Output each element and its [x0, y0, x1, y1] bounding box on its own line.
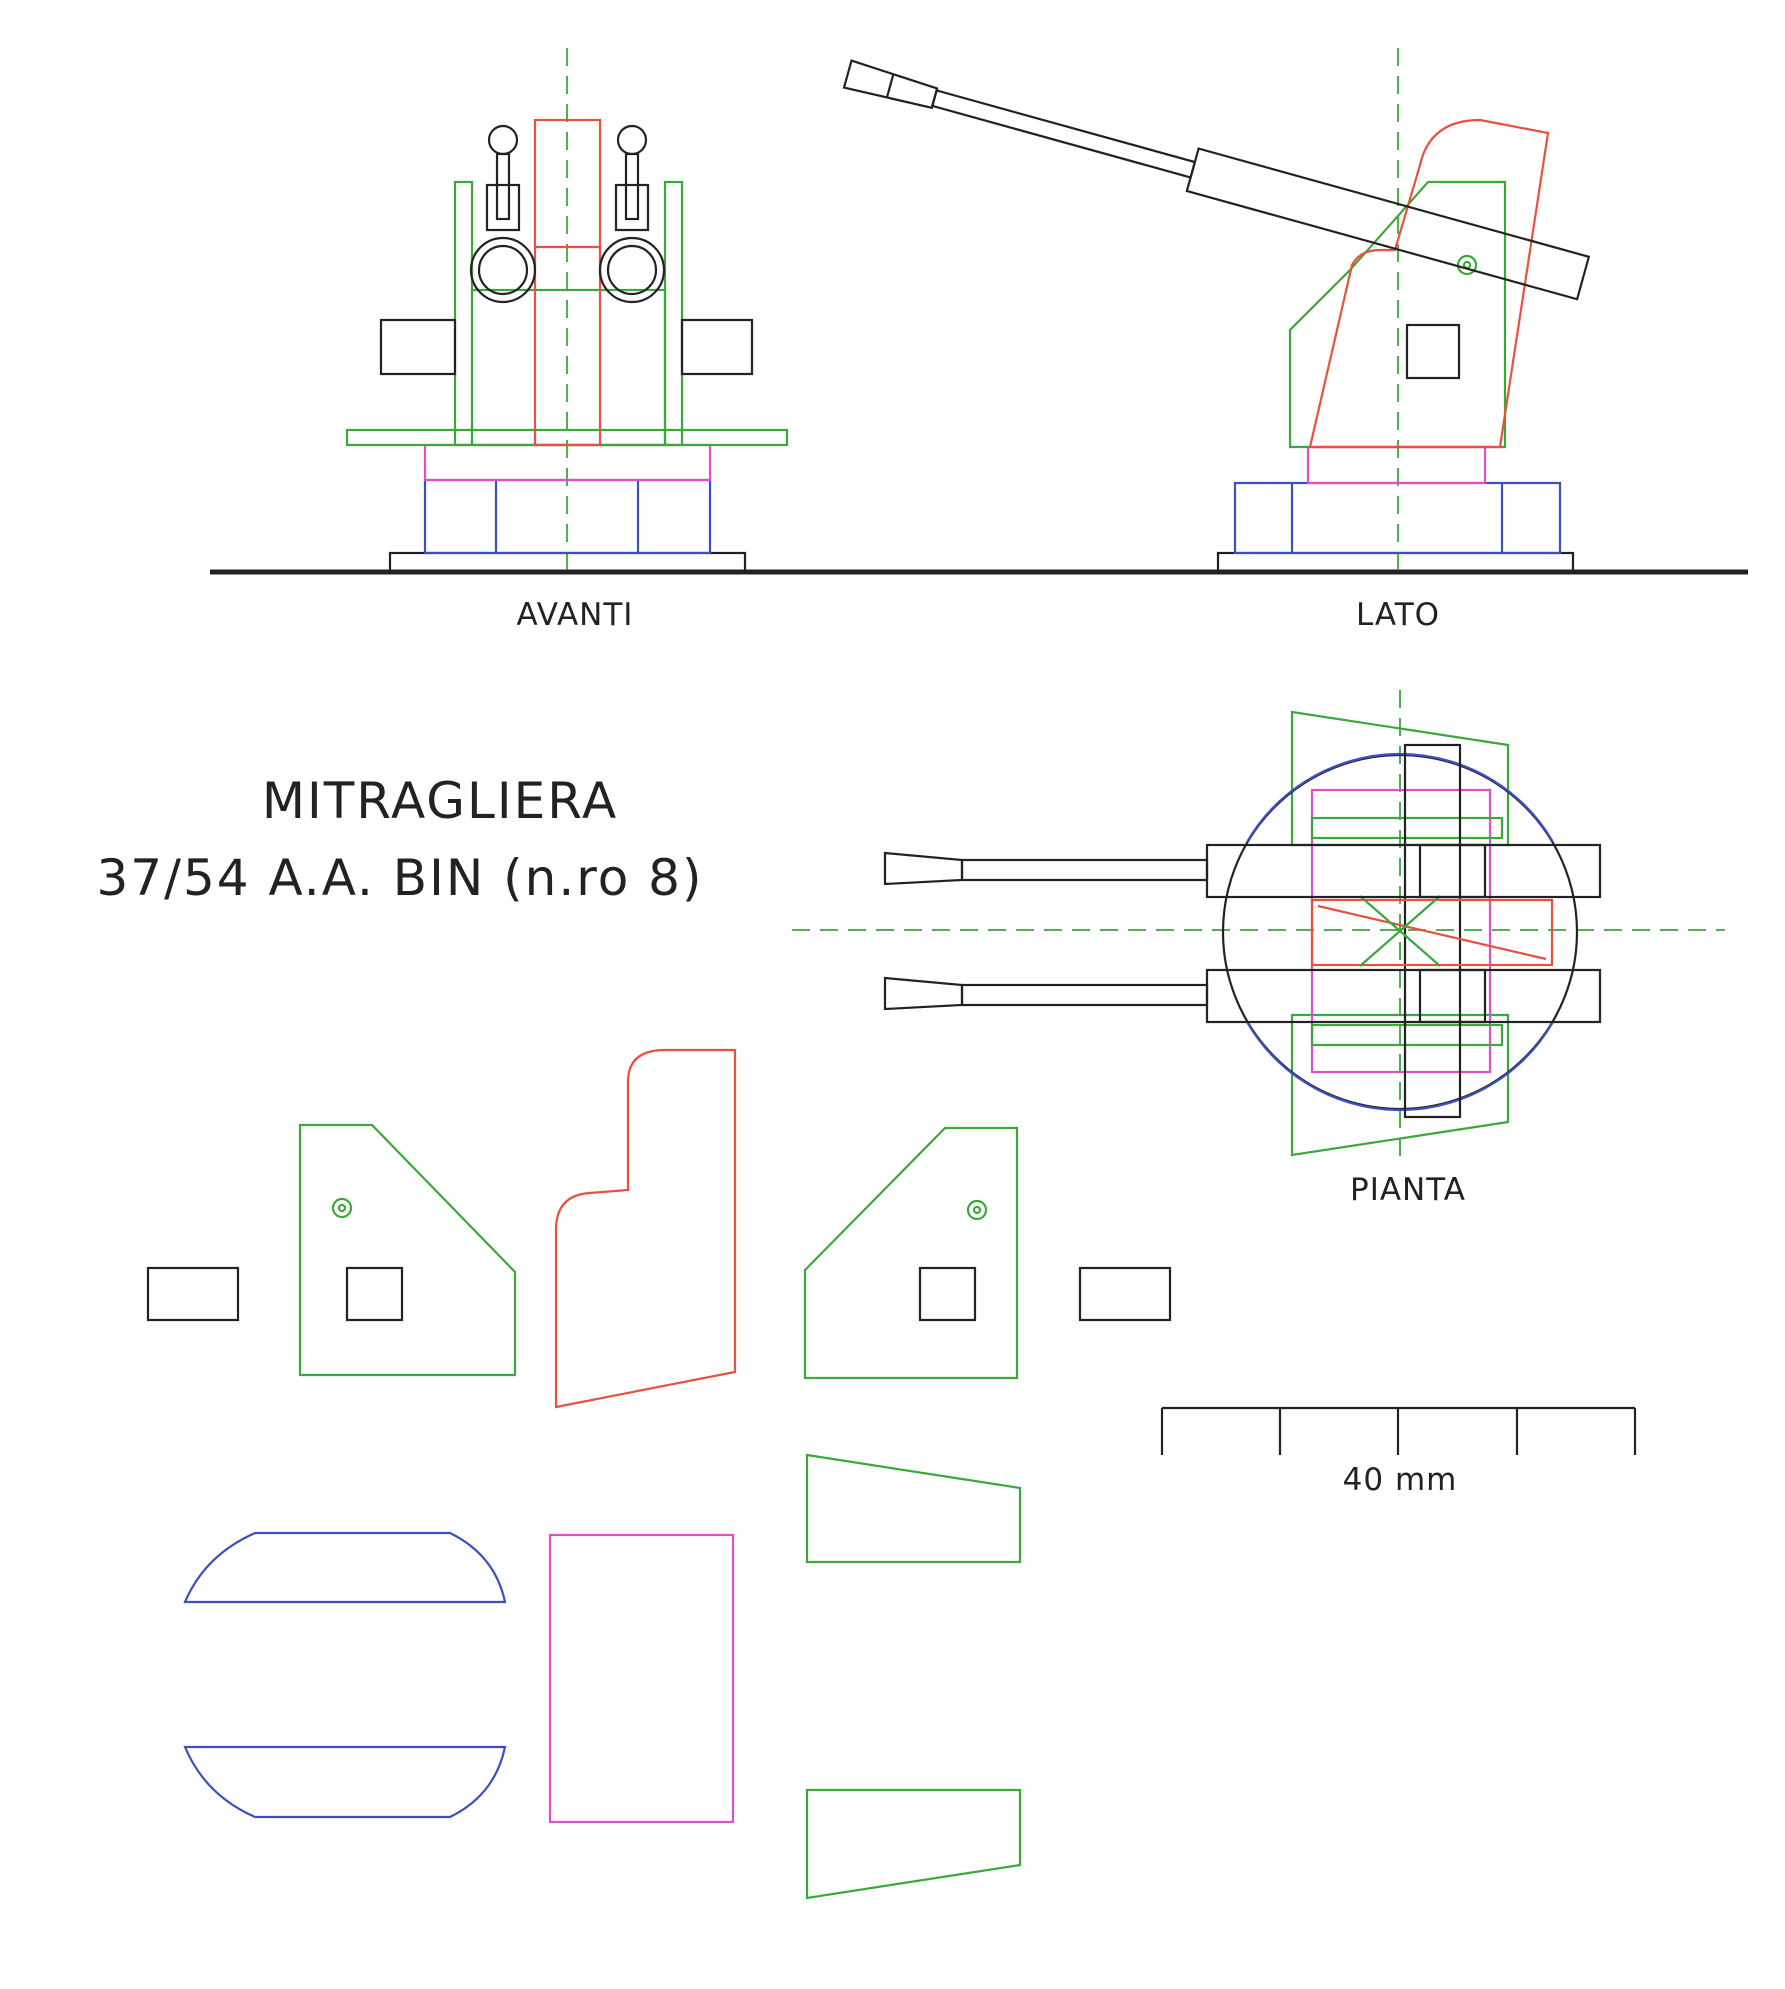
front-pedestal [423, 478, 712, 555]
front-left-block [379, 318, 457, 376]
title-line-2: 37/54 A.A. BIN (n.ro 8) [96, 849, 703, 907]
side-base-plate [1216, 551, 1575, 573]
front-left-shield [453, 180, 474, 447]
side-fitting [1456, 254, 1478, 276]
front-right-block [680, 318, 754, 376]
side-barrel [842, 59, 1591, 301]
front-center-column [533, 118, 602, 447]
part-blue-top [183, 1531, 507, 1604]
part-pink-band [548, 1533, 735, 1824]
side-view [842, 48, 1591, 573]
side-ring [1306, 445, 1487, 485]
front-view [345, 48, 789, 573]
side-pedestal [1233, 481, 1562, 555]
parts-sheet [146, 1048, 1172, 1900]
front-frame [470, 288, 667, 447]
plan-red-center [1310, 898, 1554, 967]
part-right-block [1078, 1266, 1172, 1322]
plan-barrel-top [883, 843, 1602, 899]
title-line-1: MITRAGLIERA [262, 772, 618, 830]
part-left-block [146, 1266, 240, 1322]
side-view-label: LATO [1356, 597, 1440, 633]
scale-label: 40 mm [1343, 1462, 1458, 1498]
part-blue-bottom [183, 1745, 507, 1819]
part-red-carriage [554, 1048, 737, 1409]
front-right-shield [663, 180, 684, 447]
side-sight-window [1405, 323, 1461, 380]
part-green-trap-bottom [805, 1788, 1022, 1900]
scale-bar [1160, 1406, 1637, 1455]
front-view-label: AVANTI [517, 597, 634, 633]
plan-green-bottom [1290, 1013, 1510, 1157]
part-right-plate [803, 1126, 1019, 1380]
plan-barrel-bottom [883, 968, 1602, 1024]
plan-view [792, 690, 1725, 1165]
part-green-trap-top [805, 1453, 1022, 1564]
part-left-plate [298, 1123, 517, 1377]
side-red-carriage [1308, 118, 1550, 449]
front-left-gun [469, 124, 537, 304]
plan-view-label: PIANTA [1350, 1172, 1466, 1208]
front-right-gun [598, 124, 666, 304]
